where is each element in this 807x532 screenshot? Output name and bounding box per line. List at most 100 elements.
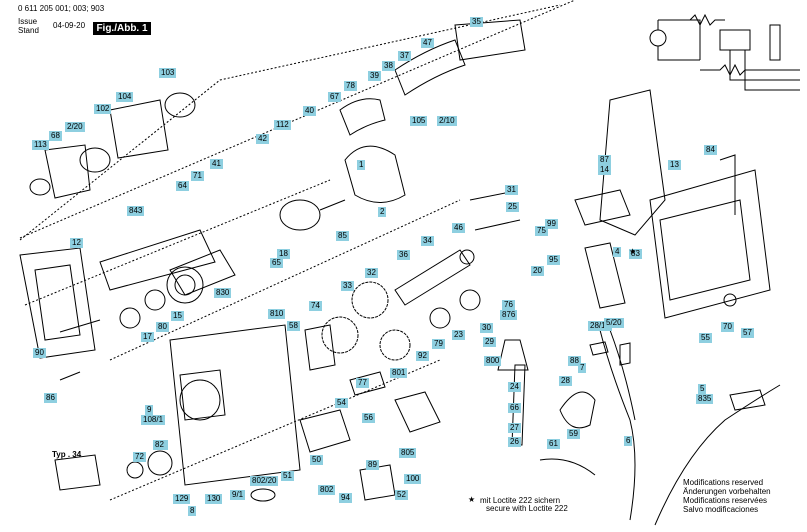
part-label: 77 xyxy=(356,378,369,388)
part-label: 5 xyxy=(698,384,707,394)
part-label: 39 xyxy=(368,71,381,81)
part-label: 31 xyxy=(505,185,518,195)
part-label: 2/20 xyxy=(65,122,85,132)
part-label: 26 xyxy=(508,437,521,447)
part-label: 12 xyxy=(70,238,83,248)
part-label: 843 xyxy=(127,206,145,216)
part-label: 23 xyxy=(452,330,465,340)
part-label: 99 xyxy=(545,219,558,229)
part-label: 74 xyxy=(309,301,322,311)
part-label: 75 xyxy=(535,226,548,236)
part-label: 65 xyxy=(270,258,283,268)
part-label: 129 xyxy=(173,494,191,504)
loctite-note-en: secure with Loctite 222 xyxy=(486,504,568,513)
part-label: 87 xyxy=(598,155,611,165)
part-label: 57 xyxy=(741,328,754,338)
part-label: 80 xyxy=(156,322,169,332)
part-label: 104 xyxy=(116,92,134,102)
issue-date: 04-09-20 xyxy=(53,21,86,30)
part-label: 802/20 xyxy=(250,476,279,486)
type-label: Typ . 34 xyxy=(52,450,82,459)
modifications-en: Modifications reserved xyxy=(683,478,764,487)
part-label: 40 xyxy=(303,106,316,116)
part-label: 802 xyxy=(318,485,336,495)
issue-label: Issue xyxy=(18,17,38,26)
figure-label: Fig./Abb. 1 xyxy=(93,22,151,35)
part-label: 835 xyxy=(696,394,714,404)
part-label: 32 xyxy=(365,268,378,278)
part-label: 61 xyxy=(547,439,560,449)
part-label: 55 xyxy=(699,333,712,343)
document-number: 0 611 205 001; 003; 903 xyxy=(18,4,105,13)
part-label: 130 xyxy=(205,494,223,504)
part-label: 27 xyxy=(508,423,521,433)
modifications-es: Salvo modificaciones xyxy=(683,505,759,514)
part-label: 810 xyxy=(268,309,286,319)
part-label: 36 xyxy=(397,250,410,260)
part-label: 54 xyxy=(335,398,348,408)
part-label: 28 xyxy=(559,376,572,386)
part-label: 78 xyxy=(344,81,357,91)
part-label: 35 xyxy=(470,17,483,27)
part-label: 67 xyxy=(328,92,341,102)
part-label: 64 xyxy=(176,181,189,191)
part-label: 70 xyxy=(721,322,734,332)
part-label: 88 xyxy=(568,356,581,366)
part-label: 30 xyxy=(480,323,493,333)
part-label: 34 xyxy=(421,236,434,246)
part-label: 28/10 xyxy=(588,321,613,331)
part-label: 9 xyxy=(145,405,154,415)
part-label: 29 xyxy=(483,337,496,347)
part-label: 105 xyxy=(410,116,428,126)
part-label: 52 xyxy=(395,490,408,500)
part-label: 83 xyxy=(629,249,642,259)
part-label: 15 xyxy=(171,311,184,321)
part-label: 876 xyxy=(500,310,518,320)
stand-label: Stand xyxy=(18,26,39,35)
part-label: 7 xyxy=(578,363,587,373)
part-label: 800 xyxy=(484,356,502,366)
part-label: 56 xyxy=(362,413,375,423)
part-label: 47 xyxy=(421,38,434,48)
part-label: 13 xyxy=(668,160,681,170)
loctite-note-de: mit Loctite 222 sichern xyxy=(480,496,561,505)
part-label: 89 xyxy=(366,460,379,470)
part-label: 86 xyxy=(44,393,57,403)
part-label: 94 xyxy=(339,493,352,503)
part-label: 50 xyxy=(310,455,323,465)
part-label: 95 xyxy=(547,255,560,265)
part-label: 59 xyxy=(567,429,580,439)
part-label: 38 xyxy=(382,61,395,71)
part-label: 41 xyxy=(210,159,223,169)
part-label: 18 xyxy=(277,249,290,259)
part-label: 82 xyxy=(153,440,166,450)
part-label: 72 xyxy=(133,452,146,462)
part-label: 51 xyxy=(281,471,294,481)
part-label: 42 xyxy=(256,134,269,144)
part-label: 14 xyxy=(598,165,611,175)
part-label: 8 xyxy=(188,506,197,516)
part-label: 2 xyxy=(378,207,387,217)
part-label: 2/10 xyxy=(437,116,457,126)
part-label: 108/1 xyxy=(141,415,166,425)
part-label: 17 xyxy=(141,332,154,342)
part-label: 805 xyxy=(399,448,417,458)
part-label: 9/1 xyxy=(230,490,246,500)
part-label: 113 xyxy=(32,140,49,150)
part-label: 84 xyxy=(704,145,717,155)
part-label: 6 xyxy=(624,436,633,446)
part-label: 46 xyxy=(452,223,465,233)
part-label: 85 xyxy=(336,231,349,241)
part-label: 33 xyxy=(341,281,354,291)
part-label: 801 xyxy=(390,368,408,378)
part-label: 103 xyxy=(159,68,177,78)
switch-star-icon: ★ xyxy=(629,247,637,256)
part-label: 1 xyxy=(357,160,366,170)
part-label: 37 xyxy=(398,51,411,61)
loctite-star-icon: ★ xyxy=(468,495,476,504)
part-label: 66 xyxy=(508,403,521,413)
part-label: 20 xyxy=(531,266,544,276)
modifications-fr: Modifications reservées xyxy=(683,496,768,505)
part-label: 100 xyxy=(404,474,422,484)
